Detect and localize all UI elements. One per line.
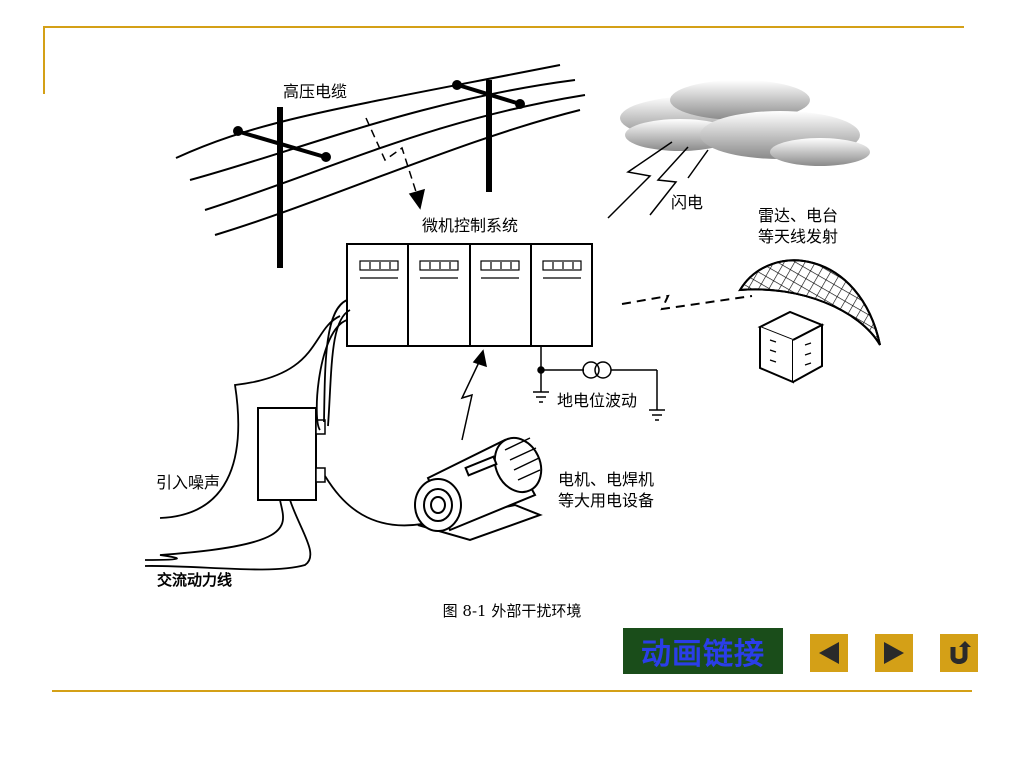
radar-label-line2: 等天线发射 — [757, 227, 838, 246]
control-cabinet — [346, 243, 593, 347]
prev-button[interactable] — [810, 634, 848, 672]
u-turn-icon — [950, 641, 971, 664]
storm-clouds — [620, 80, 870, 166]
motor-interference-arrow — [460, 349, 487, 441]
lightning-bolts — [607, 141, 709, 219]
motor-label-line1: 电机、电焊机 — [558, 470, 655, 489]
cables — [144, 299, 441, 571]
frame-top-rule — [44, 26, 964, 28]
next-button[interactable] — [875, 634, 913, 672]
high-voltage-cable-label: 高压电缆 — [283, 82, 348, 101]
power-line-poles — [175, 64, 586, 268]
animation-link-button[interactable]: 动画链接 — [623, 628, 783, 674]
ac-power-line-label: 交流动力线 — [157, 571, 233, 589]
noise-label: 引入噪声 — [156, 473, 221, 492]
control-system-label: 微机控制系统 — [422, 216, 519, 235]
motor — [414, 436, 543, 542]
return-button[interactable] — [940, 634, 978, 672]
lightning-label: 闪电 — [671, 193, 704, 212]
ground-fluctuation-label: 地电位波动 — [557, 391, 638, 410]
junction-box — [257, 407, 326, 501]
ground-circuit — [533, 346, 665, 421]
radar-antenna — [738, 259, 881, 384]
triangle-right-icon — [884, 642, 904, 664]
cable-induction-arrow — [365, 117, 426, 210]
radar-emission-path — [621, 294, 753, 311]
figure-caption: 图 8-1 外部干扰环境 — [442, 602, 582, 620]
motor-label-line2: 等大用电设备 — [558, 491, 655, 510]
radar-label-line1: 雷达、电台 — [757, 206, 838, 225]
interference-diagram — [144, 64, 881, 571]
triangle-left-icon — [819, 642, 839, 664]
frame-left-rule — [43, 26, 45, 94]
frame-bottom-rule — [52, 690, 972, 692]
